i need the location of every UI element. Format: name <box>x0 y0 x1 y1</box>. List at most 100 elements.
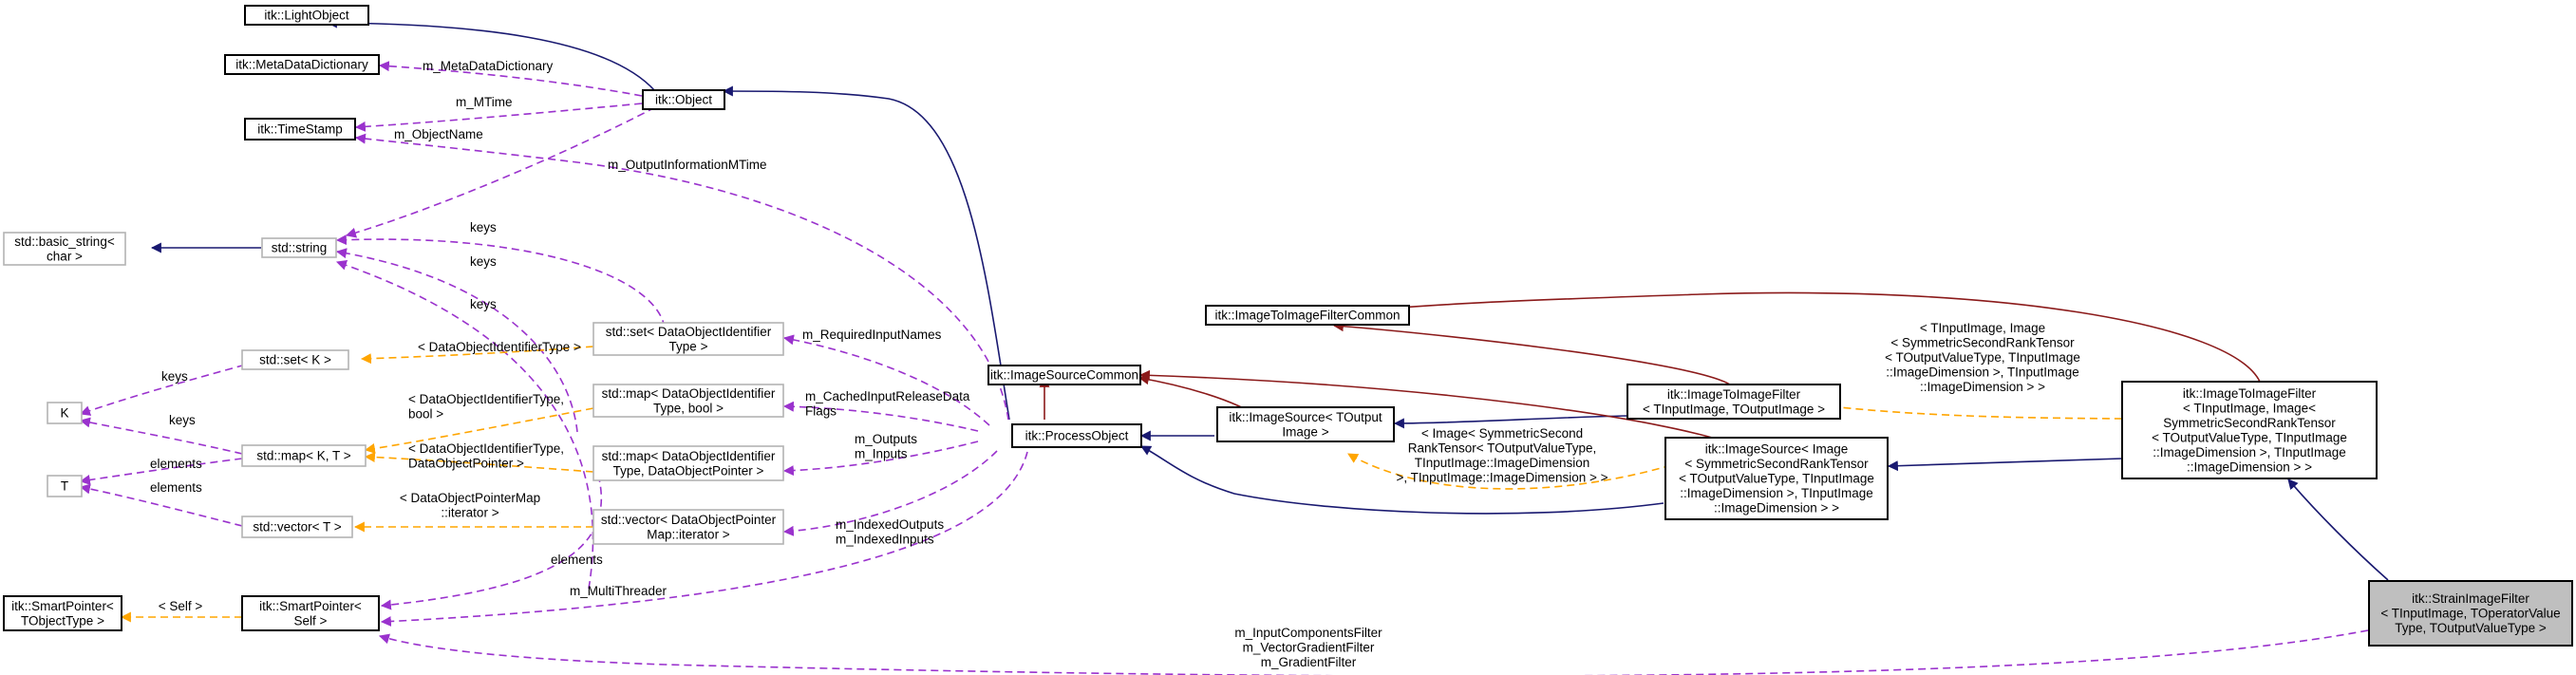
node-label: itk::StrainImageFilter <box>2412 591 2529 606</box>
node-box <box>244 118 356 141</box>
edge-imagesourcesrt-to-imagesourcecommon <box>1138 369 1748 450</box>
node-std-set-k[interactable]: std::set< K > <box>241 349 349 370</box>
node-image-source-toutput[interactable]: itk::ImageSource< TOutputImage > <box>1216 406 1395 442</box>
node-image-to-image-filter-generic[interactable]: itk::ImageToImageFilter< TInputImage, TO… <box>1626 384 1841 420</box>
node-std-map-kt[interactable]: std::map< K, T > <box>241 444 367 467</box>
edge-processobject-to-object <box>722 85 1010 421</box>
node-box <box>47 402 83 424</box>
nodes: itk::LightObjectitk::MetaDataDictionaryi… <box>3 5 2573 647</box>
node-box <box>3 595 122 631</box>
node-std-string[interactable]: std::string <box>261 237 337 258</box>
edge-object-to-lightobject <box>326 17 656 92</box>
edge-label-tmpl-vector: ::iterator > <box>441 506 498 520</box>
node-box <box>241 444 367 467</box>
edge-label-tmpl-vector: < DataObjectPointerMap <box>400 491 540 505</box>
edge-label-keys-set-string: keys <box>470 220 497 234</box>
node-basic-string[interactable]: std::basic_string<char > <box>3 232 126 266</box>
node-object[interactable]: itk::Object <box>642 89 725 110</box>
node-label: std::vector< DataObjectPointer <box>601 513 777 527</box>
node-label: Type > <box>669 339 708 353</box>
edge-keys-set-string <box>335 234 666 328</box>
node-label: < SymmetricSecondRankTensor <box>1684 457 1869 471</box>
edge-elements-vector-t <box>79 483 243 527</box>
node-label: itk::TimeStamp <box>257 122 343 137</box>
node-label: T <box>61 479 68 494</box>
node-image-to-image-filter-srt[interactable]: itk::ImageToImageFilter< TInputImage, Im… <box>2121 381 2378 479</box>
edge-imagesourcesrt-to-processobject <box>1140 445 1664 515</box>
node-box <box>592 445 784 481</box>
node-std-vector-t[interactable]: std::vector< T > <box>241 516 353 538</box>
edge-label-m-indexedoutputs-inputs: m_IndexedOutputs <box>836 517 944 532</box>
node-std-map-doid-bool[interactable]: std::map< DataObjectIdentifierType, bool… <box>592 384 784 418</box>
node-label: Image > <box>1282 424 1328 439</box>
edge-label-tmpl-image-to-image: ::ImageDimension > > <box>1920 380 2045 394</box>
edge-label-tmpl-map-dop: DataObjectPointer > <box>408 457 524 471</box>
edge-label-tmpl-map-bool: bool > <box>408 407 443 422</box>
edge-label-tmpl-image-source: RankTensor< TOutputValueType, <box>1408 441 1597 456</box>
node-label: itk::MetaDataDictionary <box>235 58 368 72</box>
node-strain-image-filter[interactable]: itk::StrainImageFilter< TInputImage, TOp… <box>2368 580 2573 647</box>
edge-label-tmpl-map-dop: < DataObjectIdentifierType, <box>408 441 564 456</box>
node-t[interactable]: T <box>47 475 83 497</box>
node-box <box>1216 406 1395 442</box>
edge-label-elements-vector-t: elements <box>150 480 202 495</box>
edge-label-keys-map-k: keys <box>169 413 196 427</box>
edge-label-keys-set-k: keys <box>161 369 188 384</box>
edge-label-tmpl-self: < Self > <box>159 599 203 613</box>
edge-label-m-indexedoutputs-inputs: m_IndexedInputs <box>836 533 934 547</box>
edge-requiredinputnames <box>782 334 990 426</box>
edge-imagetoimagefiltersrt-to-imagesourcesrt <box>1887 458 2123 472</box>
edge-label-tmpl-image-to-image: < SymmetricSecondRankTensor <box>1890 336 2075 350</box>
edge-label-strain-members: m_GradientFilter <box>1261 655 1357 669</box>
node-meta-data-dictionary[interactable]: itk::MetaDataDictionary <box>224 54 380 75</box>
node-std-set-doid[interactable]: std::set< DataObjectIdentifierType > <box>592 322 784 356</box>
node-light-object[interactable]: itk::LightObject <box>244 5 369 26</box>
node-box <box>1205 305 1410 326</box>
node-label: itk::ImageToImageFilter <box>1667 387 1801 402</box>
node-label: std::set< DataObjectIdentifier <box>606 325 772 339</box>
node-label: itk::Object <box>655 93 712 107</box>
edge-label-strain-members: m_VectorGradientFilter <box>1243 641 1375 655</box>
node-std-vector-dopmap[interactable]: std::vector< DataObjectPointerMap::itera… <box>592 509 784 545</box>
edge-label-m-cachedinputreleasedataflags: m_CachedInputReleaseData <box>805 389 970 403</box>
node-label: ::ImageDimension >, TInputImage <box>1680 486 1872 500</box>
node-image-to-image-filter-common[interactable]: itk::ImageToImageFilterCommon <box>1205 305 1410 326</box>
edge-label-m-outputinformationmtime: m_OutputInformationMTime <box>608 158 767 172</box>
edge-label-m-multithreader: m_MultiThreader <box>570 584 668 598</box>
node-std-map-doid-dop[interactable]: std::map< DataObjectIdentifierType, Data… <box>592 445 784 481</box>
edge-cachedinputreleasedataflags <box>782 401 979 432</box>
edge-templ-map-bool <box>364 407 594 454</box>
edge-keys-vector-string <box>335 260 594 590</box>
node-k[interactable]: K <box>47 402 83 424</box>
node-label: itk::SmartPointer< <box>11 599 114 613</box>
node-smart-pointer-self[interactable]: itk::SmartPointer<Self > <box>241 595 380 631</box>
edge-multithreader <box>380 451 1028 627</box>
node-smart-pointer-tobjecttype[interactable]: itk::SmartPointer<TObjectType > <box>3 595 122 631</box>
node-box <box>642 89 725 110</box>
node-image-source-common[interactable]: itk::ImageSourceCommon <box>987 365 1141 385</box>
edge-labels: m_MetaDataDictionarym_MTimem_ObjectNamem… <box>150 59 2080 669</box>
node-label: std::map< DataObjectIdentifier <box>602 386 776 401</box>
node-box <box>1626 384 1841 420</box>
edge-elements-vector-smartpointer <box>380 474 603 610</box>
edge-label-tmpl-map-bool: < DataObjectIdentifierType, <box>408 392 564 406</box>
edge-strain-to-imagetoimagefiltersrt <box>2287 478 2389 581</box>
node-process-object[interactable]: itk::ProcessObject <box>1011 423 1142 448</box>
node-label: Type, DataObjectPointer > <box>613 463 764 478</box>
edge-templ-map-dop <box>364 452 594 473</box>
edge-label-strain-members: m_InputComponentsFilter <box>1234 626 1382 640</box>
edge-templ-image-to-image <box>1778 396 2123 420</box>
node-label: < TInputImage, Image< <box>2183 401 2316 415</box>
node-label: std::vector< T > <box>253 520 341 534</box>
node-label: itk::SmartPointer< <box>259 599 362 613</box>
edge-label-m-cachedinputreleasedataflags: Flags <box>805 404 837 419</box>
node-time-stamp[interactable]: itk::TimeStamp <box>244 118 356 141</box>
node-label: std::map< DataObjectIdentifier <box>602 449 776 463</box>
node-label: SymmetricSecondRankTensor <box>2163 416 2336 430</box>
node-image-source-srt[interactable]: itk::ImageSource< Image< SymmetricSecond… <box>1664 437 1889 520</box>
node-box <box>592 509 784 545</box>
edge-keys-map-k <box>79 417 243 455</box>
edges <box>79 17 2389 675</box>
node-box <box>2121 381 2378 479</box>
node-label: Type, bool > <box>653 401 724 415</box>
